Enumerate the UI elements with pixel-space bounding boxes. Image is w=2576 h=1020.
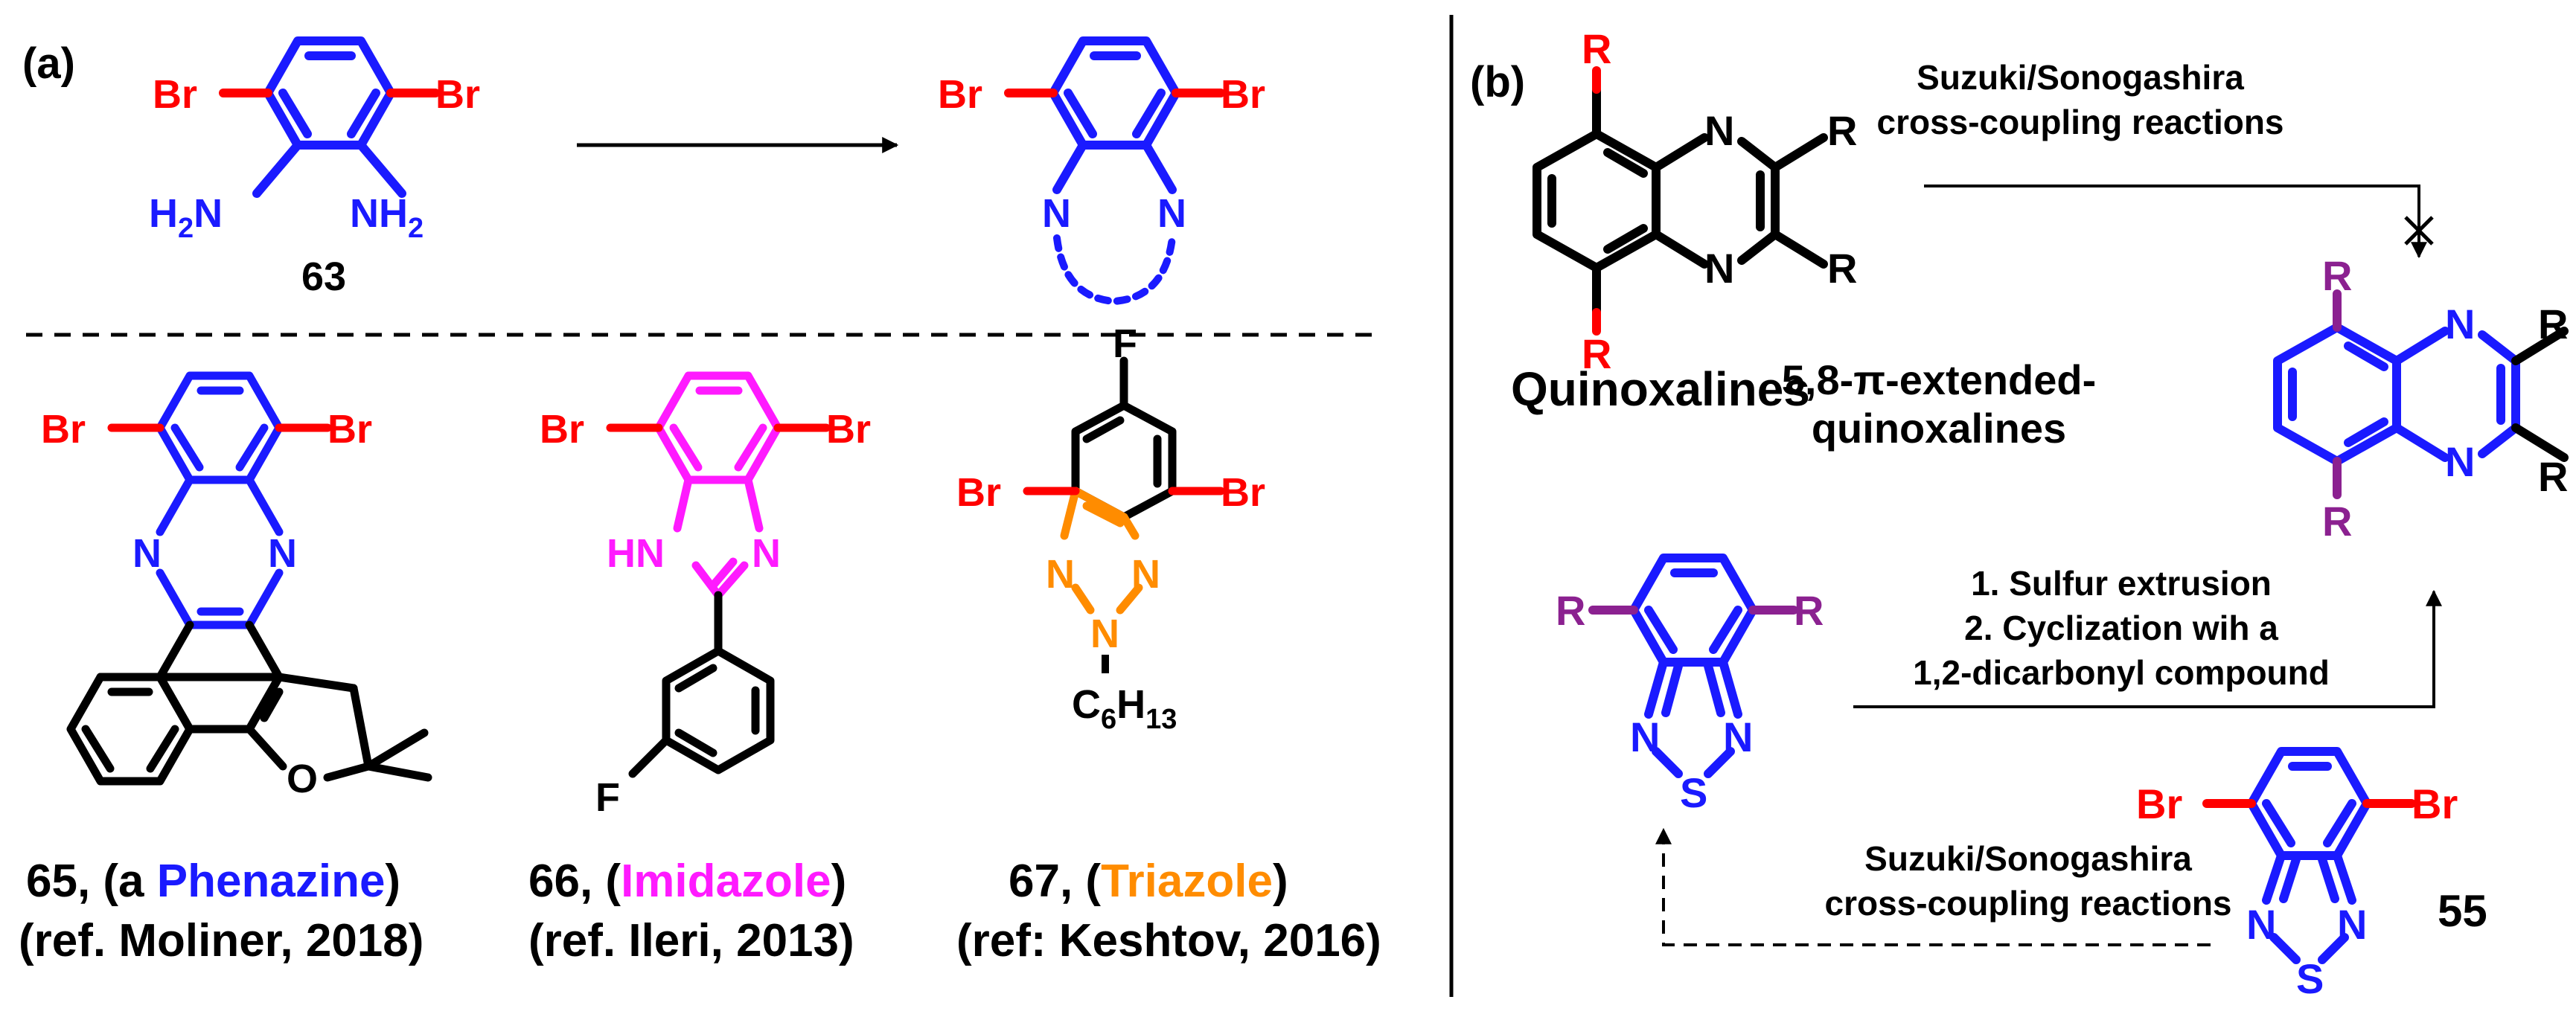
nh-66: HN (607, 531, 665, 576)
n-btd-right: N (1723, 713, 1753, 760)
caption-65-ref: (ref. Moliner, 2018) (19, 915, 424, 966)
s-55: S (2296, 955, 2324, 1002)
c6h13-label: C6H13 (1072, 682, 1177, 735)
blocked-cross-mark (2404, 216, 2434, 246)
compound-65: Br Br N N O (41, 371, 432, 801)
n-67-bottom: N (1090, 612, 1119, 656)
h2n-label: H2N (149, 191, 223, 244)
caption-67-ref: (ref: Keshtov, 2016) (956, 915, 1381, 966)
br-product-right: Br (1221, 72, 1265, 117)
caption-65: 65, (a Phenazine) (ref. Moliner, 2018) (19, 856, 424, 966)
extended-quinoxaline-structure: R R N N R R (2273, 252, 2569, 545)
n-65-left: N (132, 531, 162, 576)
r-ext-top: R (2322, 252, 2352, 299)
coupling-dashed-arrow (1655, 827, 2211, 946)
n-67-left: N (1046, 552, 1075, 597)
svg-text:65, (a Phenazine): 65, (a Phenazine) (26, 856, 400, 907)
r-ext-right-top: R (2538, 301, 2568, 347)
quinoxalines-label: Quinoxalines (1511, 362, 1810, 416)
product-name-line2: quinoxalines (1812, 405, 2066, 452)
generic-heterocycle-product: Br Br N N (938, 36, 1265, 305)
compound-55: Br Br N N S 55 (2136, 747, 2487, 1002)
r-btd-left: R (1556, 587, 1585, 634)
br-66-left: Br (540, 407, 584, 452)
coupling-blocked-line1: Suzuki/Sonogashira (1917, 58, 2244, 97)
caption-65-prefix: 65, (a (26, 856, 157, 907)
caption-67-prefix: 67, ( (1009, 856, 1101, 907)
s-btd: S (1680, 769, 1707, 816)
br-product-left: Br (938, 72, 982, 117)
caption-67: 67, (Triazole) (ref: Keshtov, 2016) (956, 856, 1381, 966)
n-ext-top: N (2445, 301, 2475, 347)
caption-67-class: Triazole (1101, 856, 1273, 907)
extrusion-step-3: 1,2-dicarbonyl compound (1913, 653, 2330, 692)
br-66-right: Br (826, 407, 871, 452)
fluorine-66: F (595, 775, 620, 820)
br-55-right: Br (2412, 780, 2458, 827)
n-quinox-top: N (1704, 107, 1734, 154)
n-ext-bottom: N (2445, 438, 2475, 485)
svg-text:67, (Triazole): 67, (Triazole) (1009, 856, 1288, 907)
extrusion-step-2: 2. Cyclization wih a (1964, 609, 2278, 647)
blocked-coupling-arrow (1924, 185, 2427, 259)
br-65-right: Br (327, 407, 372, 452)
r-quinox-top: R (1582, 25, 1611, 72)
extrusion-arrow (1853, 589, 2442, 708)
compound-66: Br Br HN N F (540, 371, 871, 820)
r-ext-right-bottom: R (2538, 453, 2568, 500)
br-67-right: Br (1221, 470, 1265, 515)
caption-65-suffix: ) (385, 856, 400, 907)
nh2-label: NH2 (350, 191, 424, 244)
r-benzothiadiazole-structure: R R N N S (1556, 554, 1824, 816)
oxygen-65: O (287, 757, 318, 801)
br-63-left: Br (153, 72, 197, 117)
compound-number-63: 63 (301, 254, 346, 299)
n-product-right: N (1157, 191, 1186, 236)
n-btd-left: N (1630, 713, 1660, 760)
caption-66: 66, (Imidazole) (ref. Ileri, 2013) (528, 856, 854, 966)
product-name-line1: 5,8-π-extended- (1782, 356, 2097, 403)
br-55-left: Br (2136, 780, 2182, 827)
caption-67-suffix: ) (1273, 856, 1288, 907)
br-63-right: Br (435, 72, 480, 117)
compound-67: F Br Br N N N C6H13 (956, 321, 1265, 735)
coupling-blocked-line2: cross-coupling reactions (1876, 103, 2283, 141)
quinoxaline-structure: R R N N R R (1533, 25, 1857, 377)
r-ext-bottom: R (2322, 498, 2352, 545)
r-btd-right: R (1794, 587, 1824, 634)
br-67-left: Br (956, 470, 1001, 515)
caption-65-class: Phenazine (157, 856, 386, 907)
coupling-dashed-line1: Suzuki/Sonogashira (1864, 839, 2192, 878)
compound-63: Br Br H2N NH2 63 (149, 36, 480, 299)
n-55-right: N (2337, 901, 2367, 948)
n-55-left: N (2246, 901, 2276, 948)
fluorine-67: F (1113, 321, 1137, 366)
coupling-dashed-line2: cross-coupling reactions (1824, 884, 2231, 923)
caption-66-prefix: 66, ( (528, 856, 621, 907)
caption-66-ref: (ref. Ileri, 2013) (528, 915, 854, 966)
n-67-right: N (1131, 552, 1160, 597)
caption-66-class: Imidazole (621, 856, 831, 907)
panel-a-label: (a) (22, 39, 75, 88)
caption-66-suffix: ) (831, 856, 847, 907)
n-quinox-bottom: N (1704, 245, 1734, 292)
n-66: N (752, 531, 781, 576)
svg-text:66, (Imidazole): 66, (Imidazole) (528, 856, 846, 907)
panel-b-label: (b) (1470, 58, 1525, 106)
compound-number-55: 55 (2438, 886, 2487, 936)
r-quinox-right-bottom: R (1827, 245, 1857, 292)
r-quinox-right-top: R (1827, 107, 1857, 154)
br-65-left: Br (41, 407, 86, 452)
r-quinox-bottom: R (1582, 330, 1611, 377)
extrusion-step-1: 1. Sulfur extrusion (1971, 564, 2272, 603)
n-65-right: N (268, 531, 297, 576)
n-product-left: N (1042, 191, 1071, 236)
